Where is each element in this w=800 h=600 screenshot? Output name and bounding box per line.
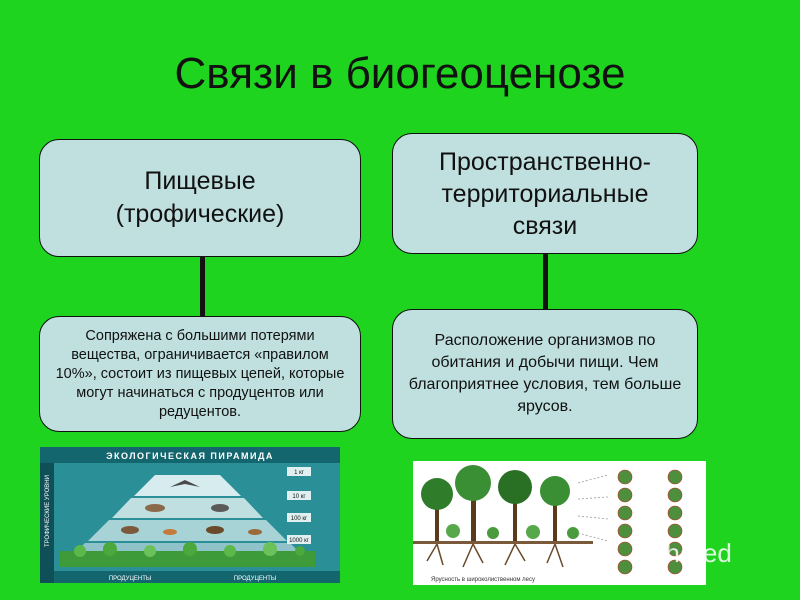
trophic-links-label: Пищевые (трофические) [115, 167, 285, 228]
pyramid-weight-2: 10 кг [292, 494, 306, 500]
ecological-pyramid-image: ЭКОЛОГИЧЕСКАЯ ПИРАМИДА ТРОФИЧЕСКИЕ УРОВН… [40, 447, 340, 583]
pyramid-bottom-label-2: ПРОДУЦЕНТЫ [234, 576, 276, 582]
pyramid-weight-1: 1 кг [294, 470, 305, 476]
watermark-text: Shared [648, 538, 732, 568]
forest-tiers-image: Ярусность в широколиственном лесу [413, 461, 706, 585]
trophic-links-box: Пищевые (трофические) [39, 139, 361, 257]
trophic-description-text: Сопряжена с большими потерями вещества, … [55, 327, 345, 420]
spatial-links-label: Пространственно-территориальные связи [438, 147, 652, 240]
left-connector-line [200, 257, 205, 318]
forest-caption: Ярусность в широколиственном лесу [431, 577, 535, 583]
pyramid-weight-3: 100 кг [291, 516, 308, 522]
pyramid-weight-4: 1000 кг [289, 538, 310, 544]
spatial-description-text: Расположение организмов по обитания и до… [408, 332, 682, 415]
pyramid-bottom-label-1: ПРОДУЦЕНТЫ [109, 576, 151, 582]
pyramid-side-label: ТРОФИЧЕСКИЕ УРОВНИ [45, 475, 51, 547]
trophic-description-box: Сопряжена с большими потерями вещества, … [39, 316, 361, 432]
slide-title: Связи в биогеоценозе [174, 49, 626, 98]
right-connector-line [543, 254, 548, 311]
spatial-description-box: Расположение организмов по обитания и до… [392, 309, 698, 439]
spatial-links-box: Пространственно-территориальные связи [392, 133, 698, 254]
pyramid-title: ЭКОЛОГИЧЕСКАЯ ПИРАМИДА [106, 451, 274, 461]
